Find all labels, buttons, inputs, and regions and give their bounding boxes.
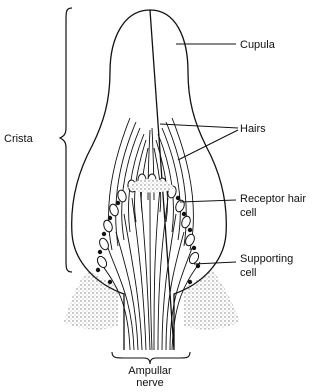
crista-brace [60, 8, 72, 272]
supporting-label-line1: Supporting [240, 253, 293, 265]
receptor-label-line1: Receptor hair [240, 193, 306, 205]
hairs-leader-2 [178, 130, 238, 160]
hairs-label: Hairs [240, 123, 266, 135]
crista-label: Crista [4, 133, 34, 145]
nerve-brace [112, 352, 190, 364]
right-connective-tissue [184, 270, 240, 329]
nerve-label-line2: nerve [136, 377, 164, 387]
left-connective-tissue [64, 270, 118, 329]
receptor-leader [180, 200, 236, 202]
cupula-label: Cupula [240, 39, 276, 51]
receptor-label-line2: cell [240, 207, 257, 219]
nerve-label-line1: Ampullar [128, 365, 172, 377]
supporting-label-line2: cell [240, 267, 257, 279]
receptor-stipple [128, 179, 174, 193]
hairs-leader-1 [160, 124, 238, 128]
